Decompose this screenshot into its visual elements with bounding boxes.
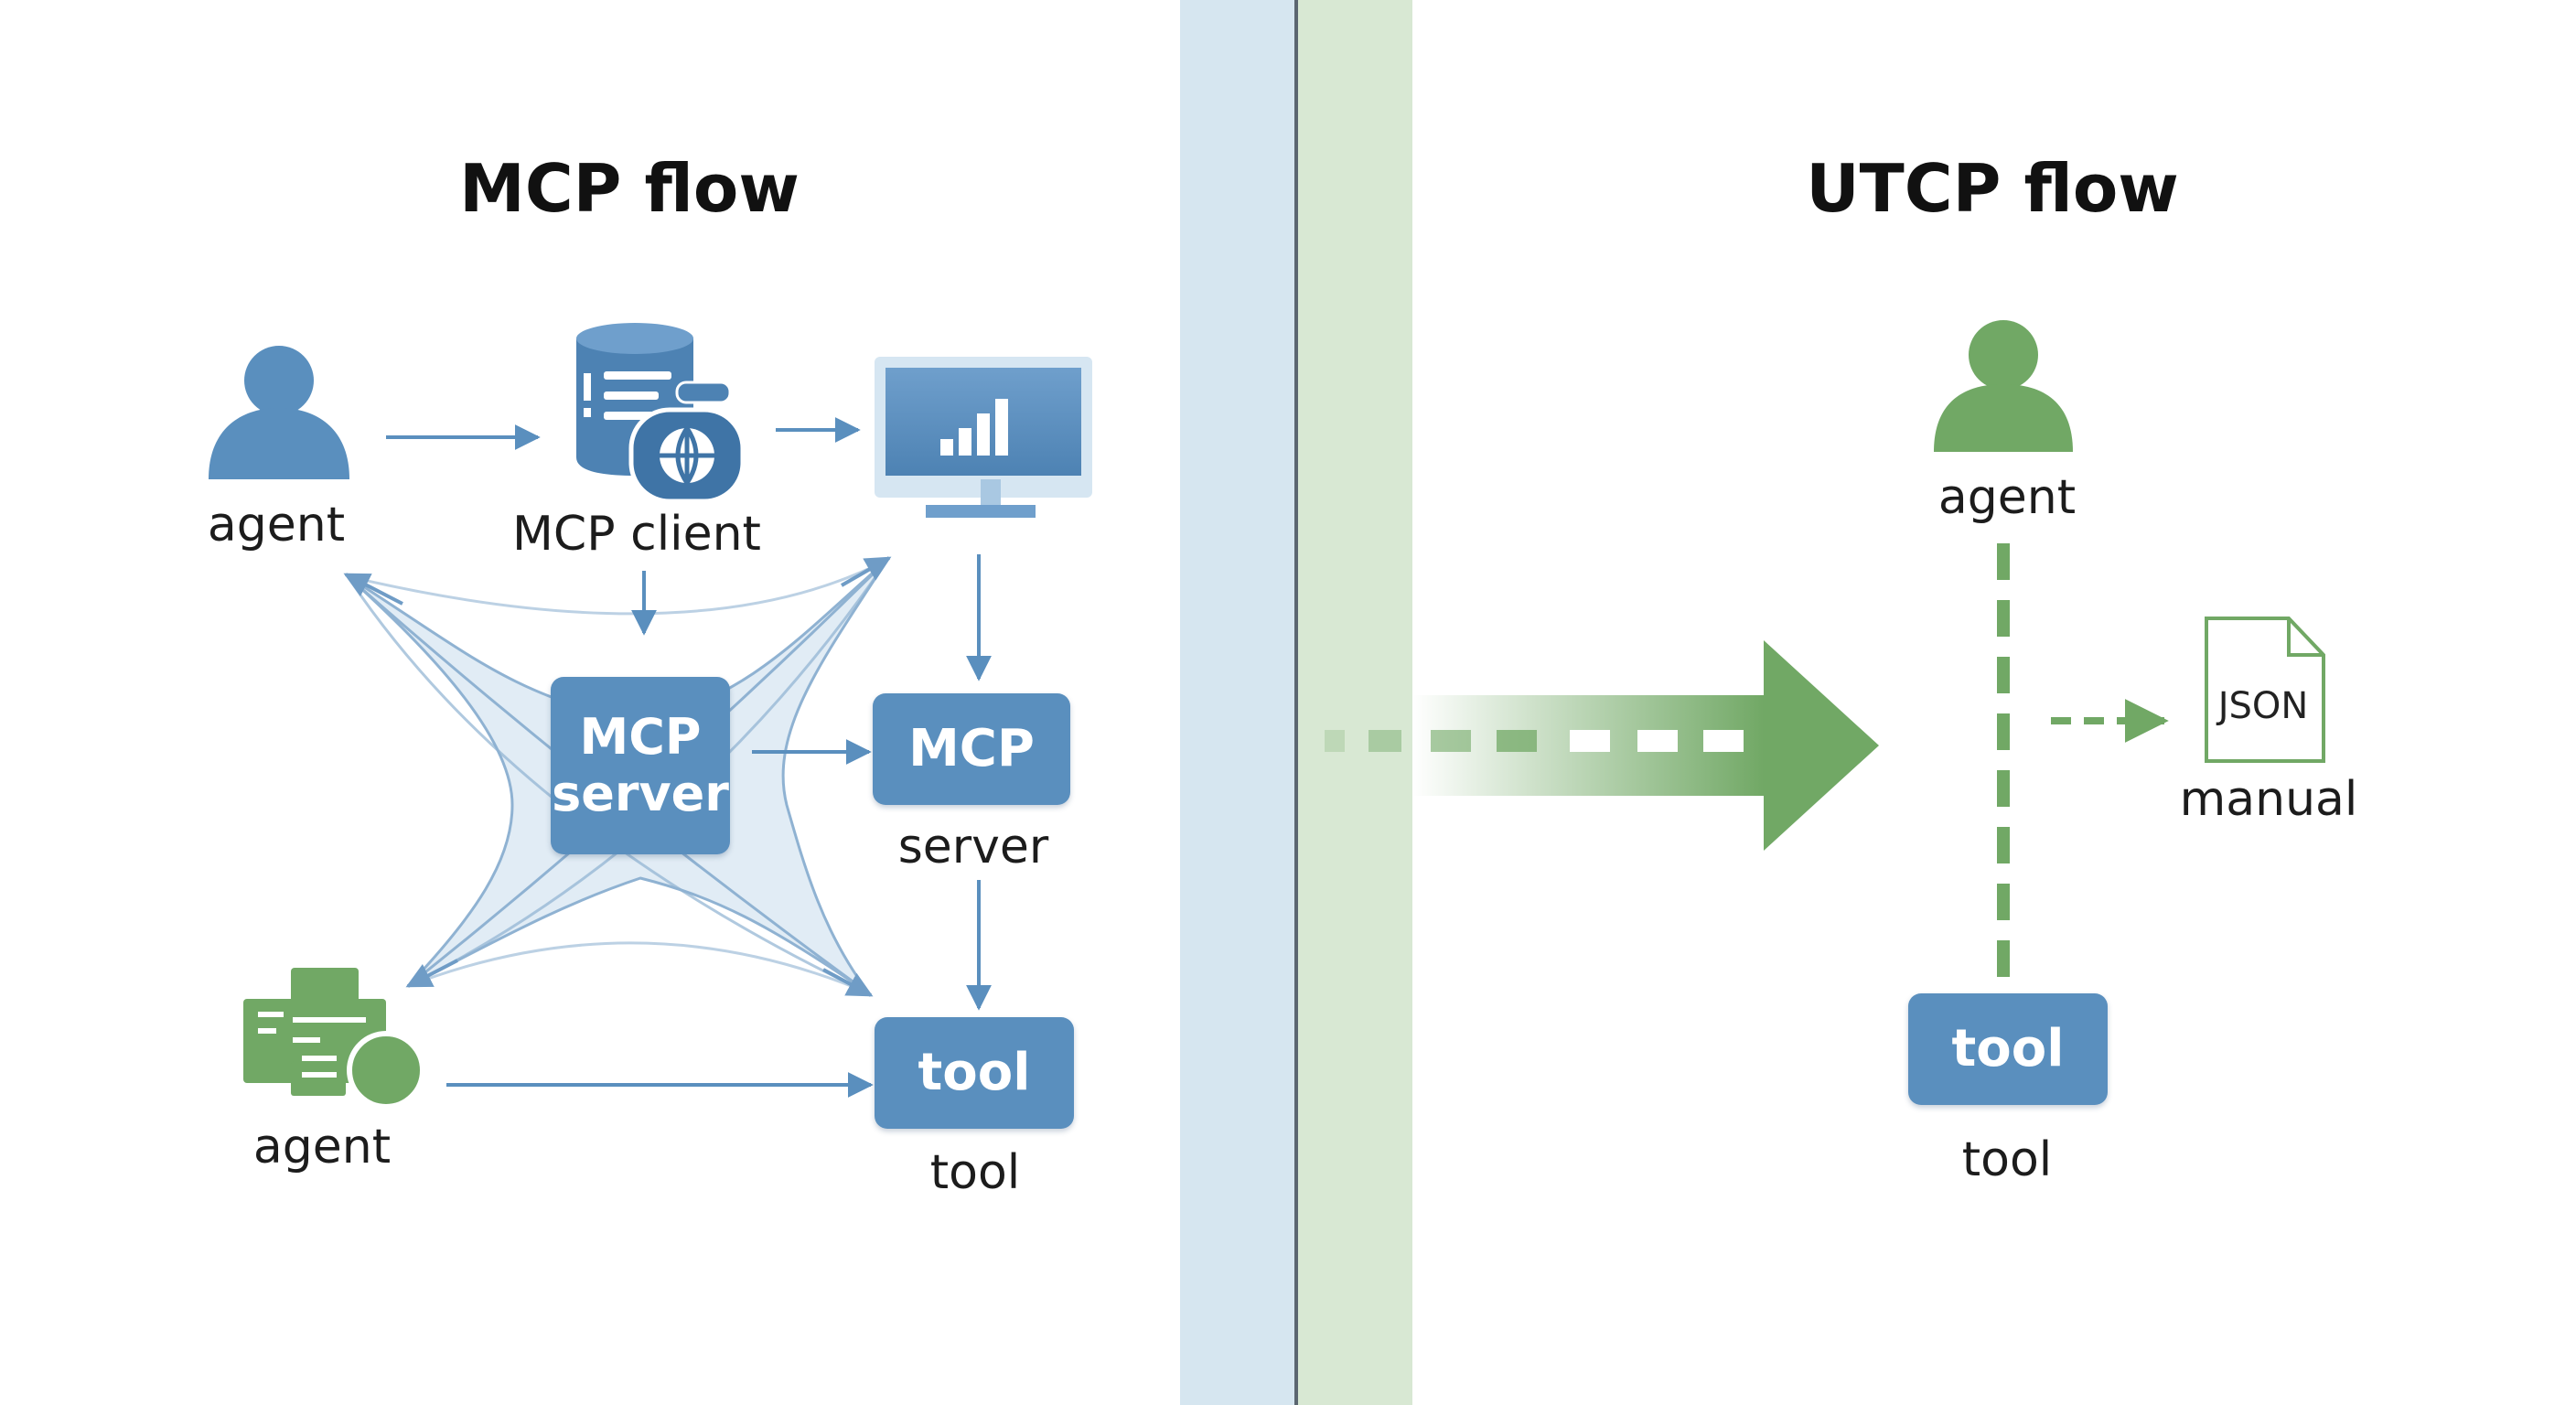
- person-icon: [209, 346, 349, 479]
- mcp-server-box-line1: MCP: [579, 707, 702, 766]
- mcp-tool-box: tool: [875, 1017, 1074, 1129]
- mesh-arrows: [343, 556, 892, 997]
- arrow-right-icon: [1325, 640, 1879, 851]
- divider-green-band: [1297, 0, 1412, 1405]
- mcp-arrows: [386, 417, 992, 1098]
- monitor-chart-icon: [875, 357, 1092, 518]
- agent-bottom-label: agent: [252, 1120, 392, 1174]
- right-mcp-server-box: MCP: [873, 693, 1070, 805]
- utcp-tool-box: tool: [1908, 993, 2108, 1105]
- mcp-tool-label: tool: [929, 1145, 1021, 1200]
- green-agent-icon: [243, 968, 425, 1110]
- mcp-server-box: MCP server: [551, 677, 730, 854]
- utcp-agent-label: agent: [1937, 470, 2077, 525]
- database-globe-icon: [576, 323, 746, 504]
- manual-label: manual: [2179, 772, 2358, 827]
- person-icon: [1934, 320, 2073, 452]
- agent-top-label: agent: [207, 498, 346, 552]
- mcp-client-label: MCP client: [512, 507, 761, 562]
- right-server-label: server: [897, 820, 1049, 874]
- utcp-tool-label: tool: [1961, 1132, 2053, 1187]
- mcp-server-box-line2: server: [552, 765, 729, 822]
- utcp-title: UTCP flow: [1806, 150, 2179, 227]
- mcp-title: MCP flow: [459, 150, 800, 227]
- divider-blue-band: [1180, 0, 1295, 1405]
- json-doc-label: JSON: [2217, 685, 2309, 727]
- document-icon: [2205, 617, 2325, 763]
